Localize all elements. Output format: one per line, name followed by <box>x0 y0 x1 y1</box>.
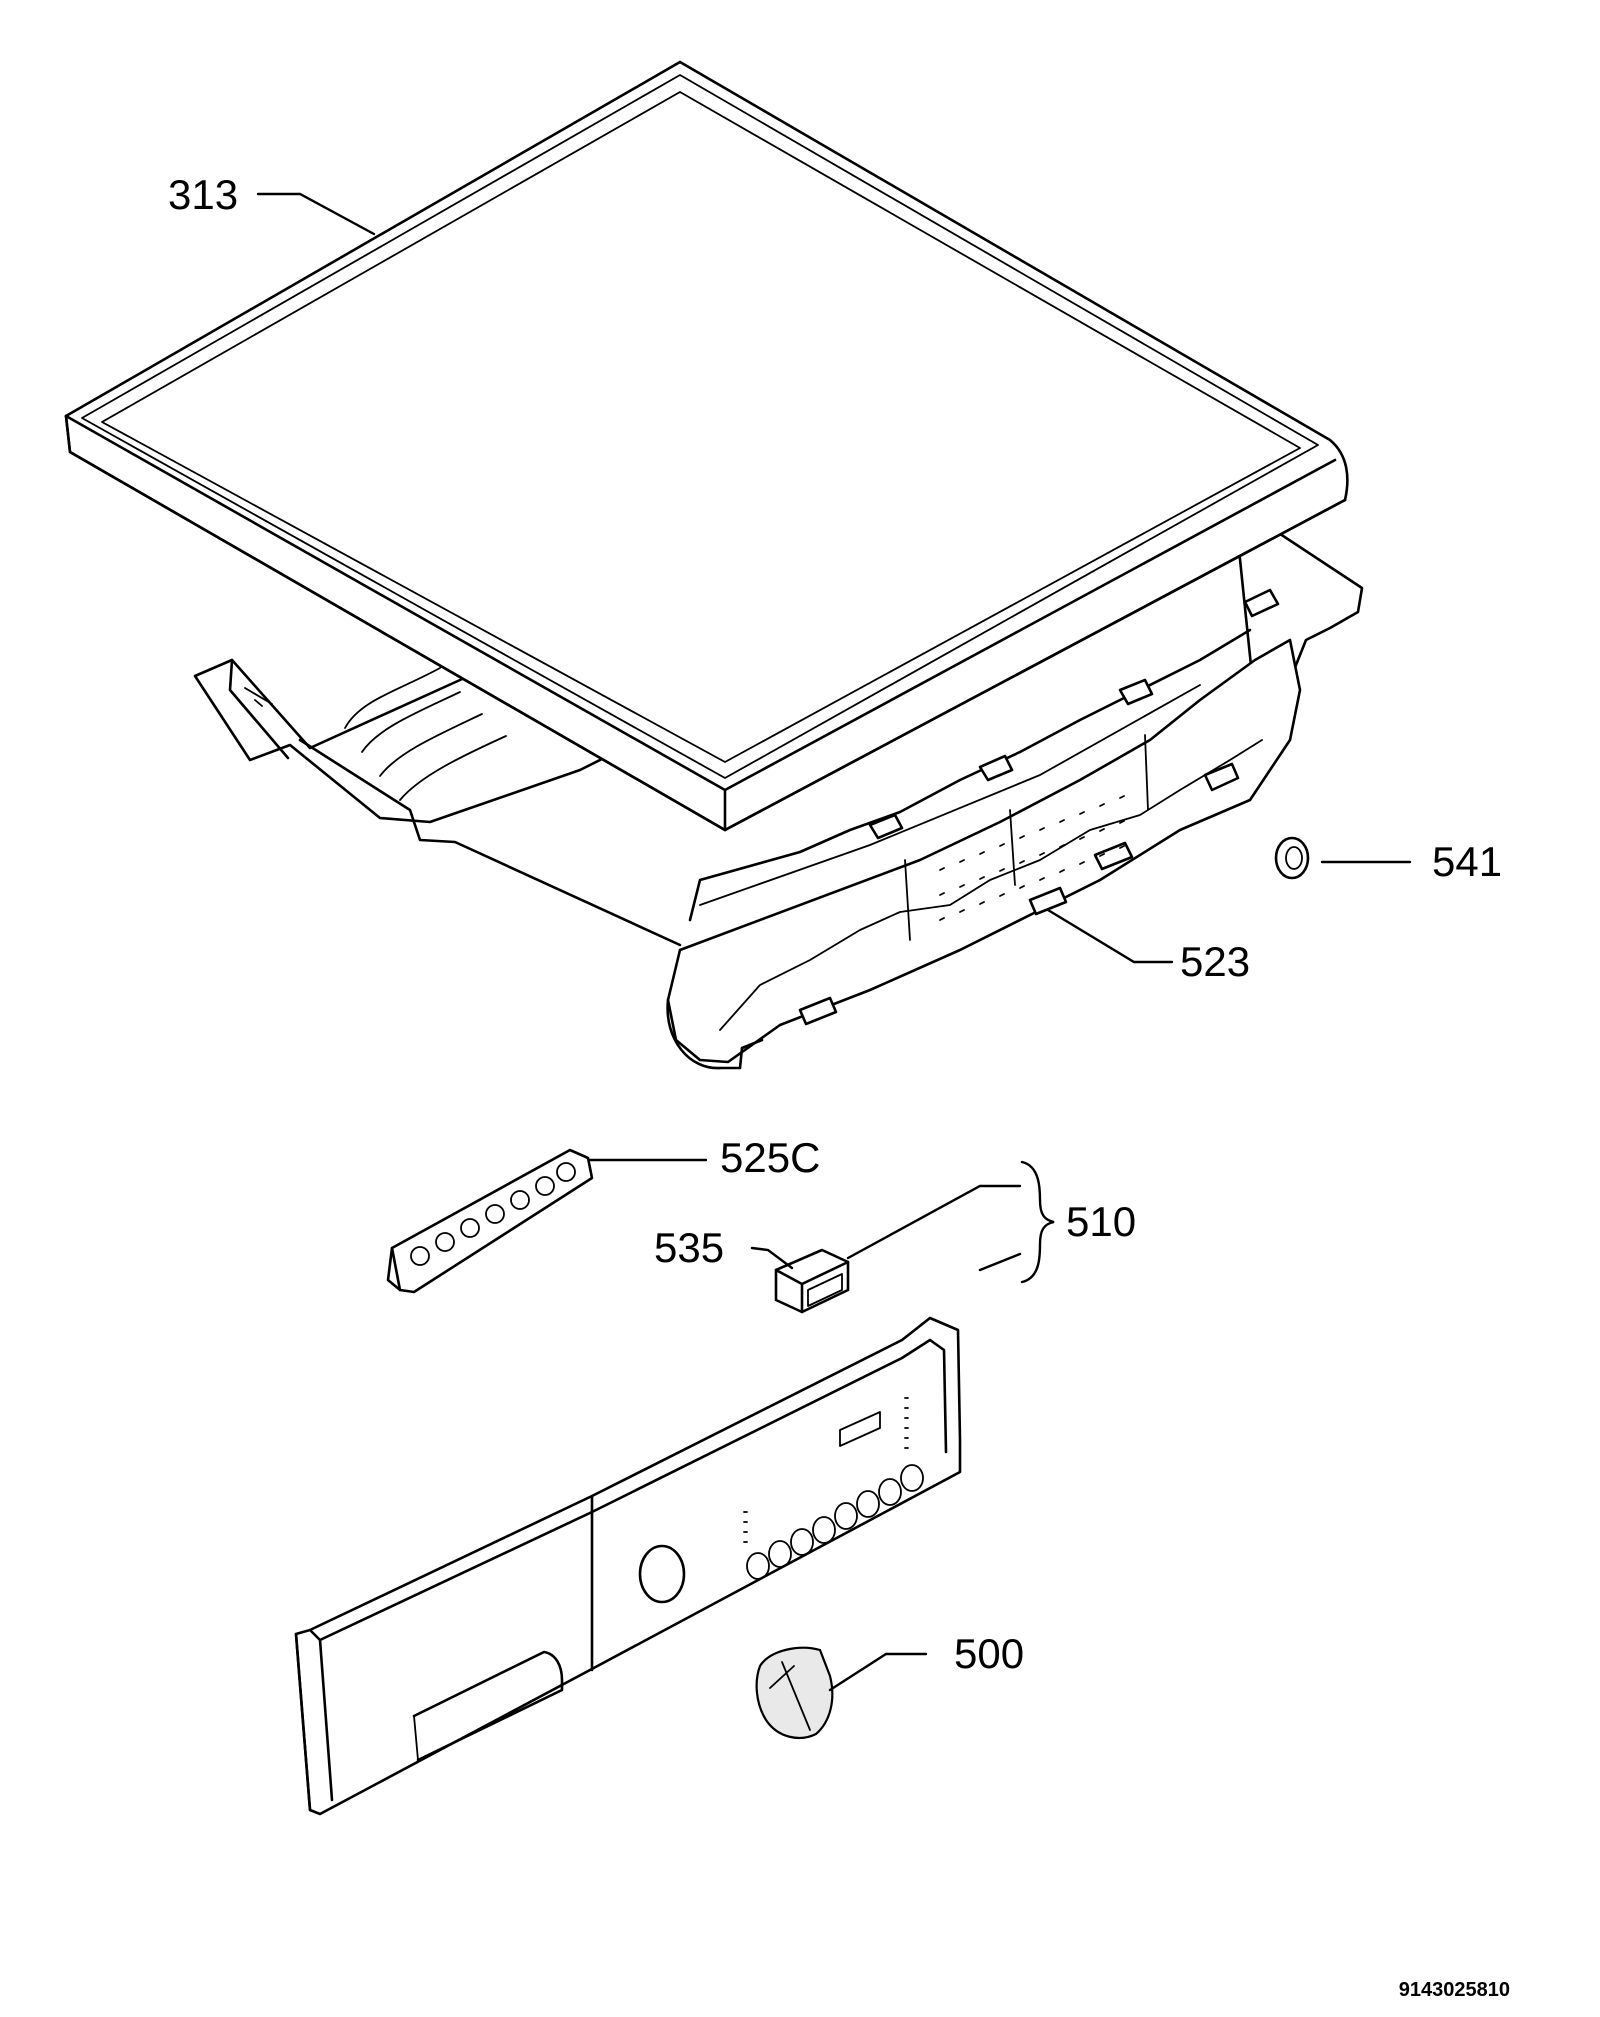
callout-541: 541 <box>1432 838 1502 885</box>
callout-523: 523 <box>1180 938 1250 985</box>
leader-line-510 <box>846 1184 1022 1272</box>
knob-500 <box>755 1646 834 1739</box>
led-board-525c <box>386 1148 594 1294</box>
control-panel <box>294 1316 962 1816</box>
callout-510: 510 <box>1066 1198 1136 1245</box>
callout-500: 500 <box>954 1630 1024 1677</box>
ring-541 <box>1274 836 1310 880</box>
top-cover-panel-313 <box>64 60 1349 832</box>
leader-line-535 <box>750 1246 794 1270</box>
leader-line-313 <box>256 192 376 236</box>
callout-535: 535 <box>654 1224 724 1271</box>
leader-line-523 <box>1046 908 1174 964</box>
vent-holes <box>939 795 1125 921</box>
panel-buttons <box>746 1464 924 1580</box>
display-lens-535 <box>774 1248 850 1314</box>
leader-line-500 <box>828 1652 928 1692</box>
callout-313: 313 <box>168 171 238 218</box>
callout-525c: 525C <box>720 1134 820 1181</box>
brace-510 <box>1020 1160 1055 1284</box>
drawing-number: 9143025810 <box>1399 1979 1510 2001</box>
